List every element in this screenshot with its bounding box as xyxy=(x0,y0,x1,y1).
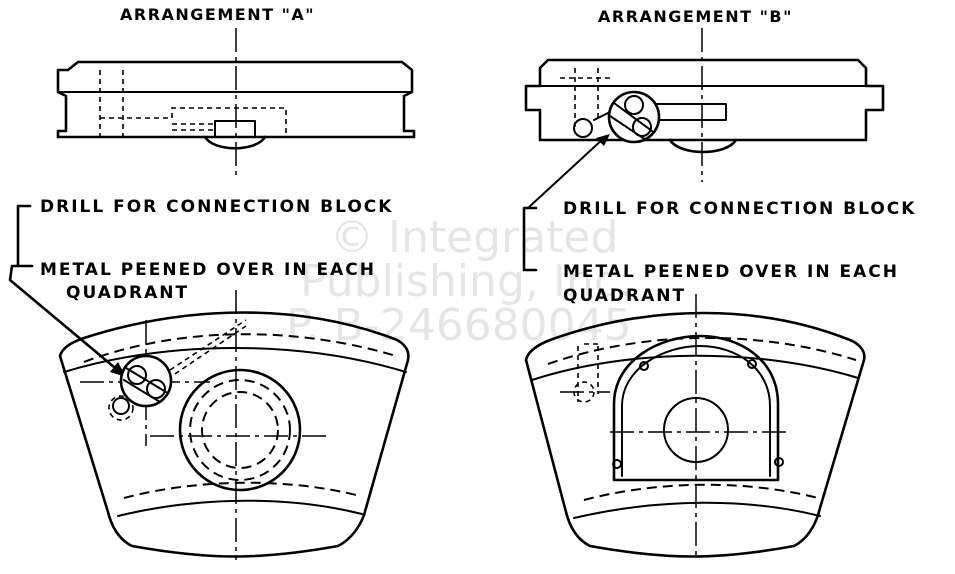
label-drill-b: DRILL FOR CONNECTION BLOCK xyxy=(563,199,916,219)
watermark-line-3: P. B-246680045 xyxy=(286,300,632,351)
watermark-line-2: Publishing, Inc. xyxy=(300,256,632,307)
callout-b: DRILL FOR CONNECTION BLOCK METAL PEENED … xyxy=(522,199,916,306)
callout-a: DRILL FOR CONNECTION BLOCK METAL PEENED … xyxy=(8,197,393,377)
watermark: © Integrated Publishing, Inc. P. B-24668… xyxy=(286,212,632,351)
label-quadrant-a: QUADRANT xyxy=(66,283,189,303)
label-metal-a: METAL PEENED OVER IN EACH xyxy=(40,260,376,280)
plan-view-a xyxy=(58,290,410,560)
label-drill-a: DRILL FOR CONNECTION BLOCK xyxy=(40,197,393,217)
label-quadrant-b: QUADRANT xyxy=(563,286,686,306)
side-view-b xyxy=(524,28,885,209)
watermark-line-1: © Integrated xyxy=(330,212,618,263)
title-arrangement-a: ARRANGEMENT "A" xyxy=(120,5,315,24)
label-metal-b: METAL PEENED OVER IN EACH xyxy=(563,262,899,282)
plan-view-b xyxy=(524,294,866,560)
title-arrangement-b: ARRANGEMENT "B" xyxy=(598,7,793,26)
side-view-a xyxy=(56,28,416,178)
